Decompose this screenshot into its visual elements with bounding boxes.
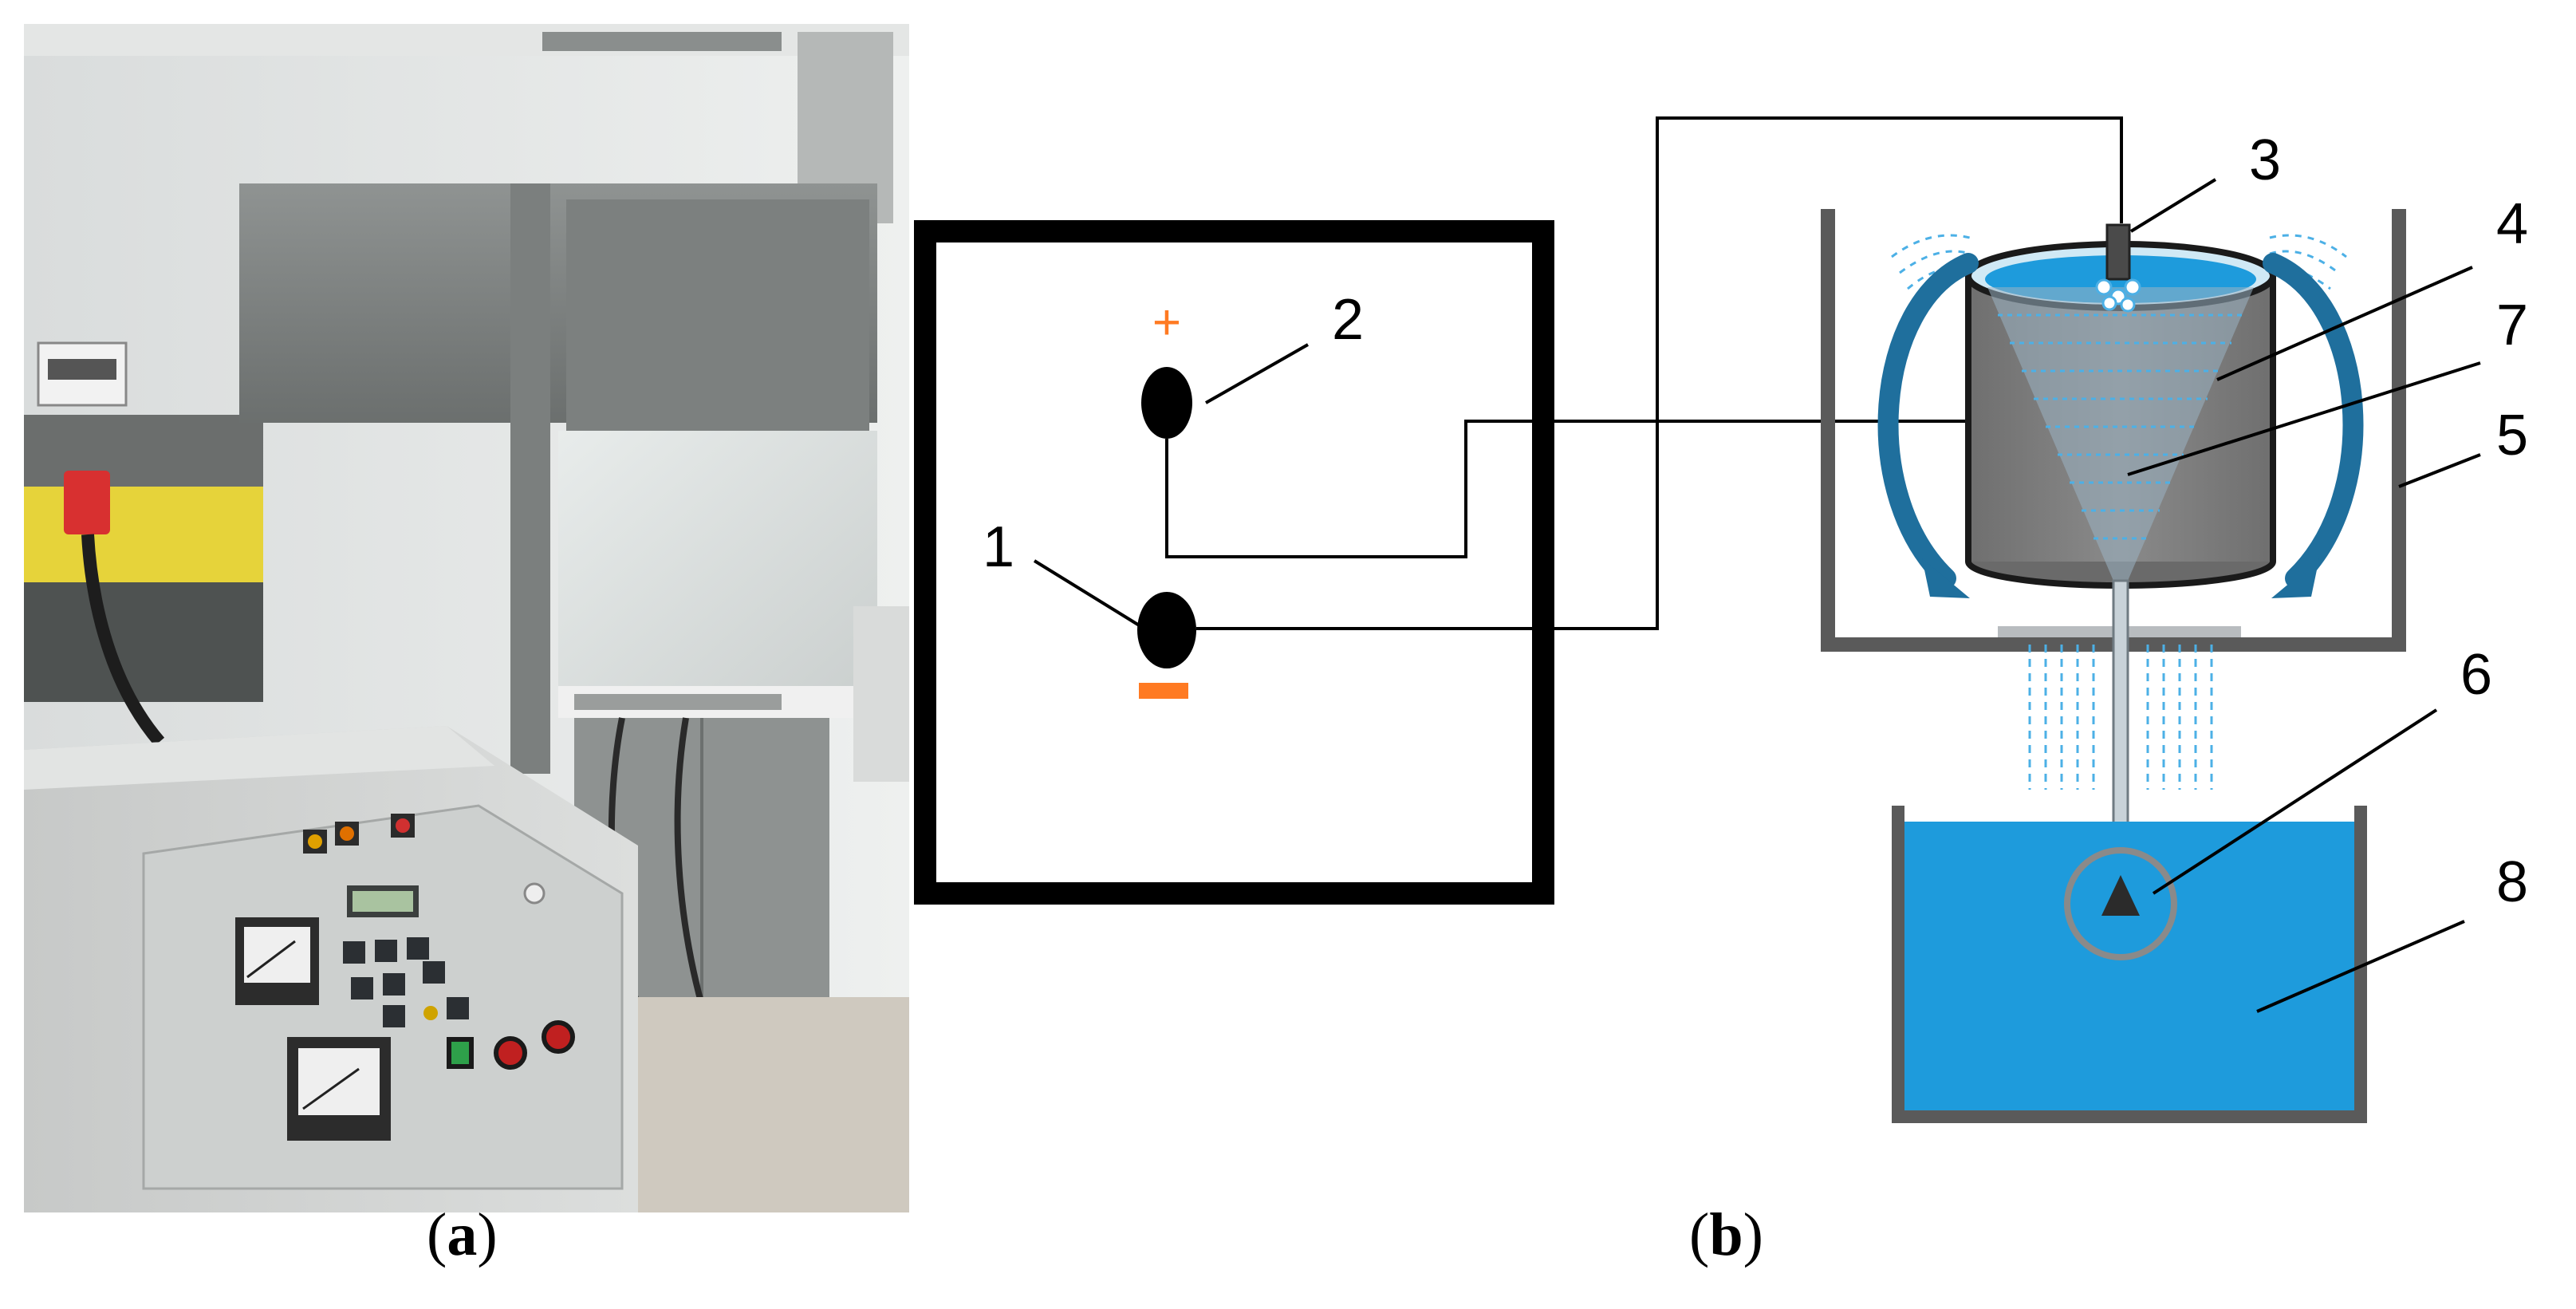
wires (1165, 116, 2123, 630)
wall-stripe-yellow (24, 487, 263, 582)
leader-7 (2127, 361, 2481, 476)
label-4: 4 (2496, 192, 2528, 256)
label-7: 7 (2496, 294, 2528, 357)
hood-glass (558, 431, 877, 718)
leader-1 (1033, 559, 1142, 628)
cone-dashes (1998, 313, 2243, 540)
tank-water (1900, 822, 2358, 1117)
leader-2 (1205, 343, 1309, 404)
wire-positive (1165, 420, 2046, 558)
label-8: 8 (2496, 850, 2528, 914)
drip-lines (2028, 645, 2213, 790)
floor (622, 997, 909, 1212)
panel-a-photo (24, 24, 909, 1212)
leader-5 (2398, 453, 2481, 488)
flow-arrow-left (1877, 253, 1979, 589)
terminal-1-negative (1137, 592, 1196, 668)
button-grid (343, 937, 469, 1027)
pump-6 (2064, 847, 2177, 960)
wire-negative (1196, 116, 2123, 630)
label-6: 6 (2460, 643, 2492, 707)
power-socket (64, 471, 110, 534)
pump-impeller (2101, 875, 2140, 916)
splash-left (1891, 234, 1971, 290)
flow-arrow-right (2263, 253, 2364, 589)
cone-7 (1987, 287, 2254, 581)
leader-4 (2216, 266, 2473, 381)
wall-stripe-dark (24, 415, 263, 487)
label-3: 3 (2249, 128, 2281, 192)
control-panel (142, 804, 624, 1190)
plus-sign: + (1152, 295, 1181, 350)
minus-sign (1139, 683, 1188, 699)
hood-tray (574, 694, 782, 710)
caption-a: (a) (427, 1201, 498, 1268)
power-supply-box: + 2 1 (914, 220, 1554, 905)
tank-walls (1892, 806, 2367, 1123)
terminal-2-positive (1141, 367, 1192, 439)
leader-6 (2152, 708, 2438, 895)
leader-8 (2256, 920, 2465, 1013)
power-cable (81, 534, 165, 747)
nozzle-3 (2105, 223, 2131, 281)
hood-pillar (510, 183, 550, 774)
nozzle-bubbles (2095, 278, 2141, 313)
label-5: 5 (2496, 404, 2528, 467)
leader-3 (2129, 178, 2217, 233)
label-1: 1 (983, 515, 1014, 579)
electrolytic-cylinder (1965, 223, 2276, 589)
caption-b: (b) (1689, 1201, 1763, 1268)
part-leaders (2127, 178, 2481, 1013)
part-labels: 3 4 7 5 6 8 (2249, 128, 2528, 914)
lower-tank-8 (1892, 806, 2367, 1123)
label-2: 2 (1332, 288, 1364, 352)
wall-stripe-dark-lower (24, 582, 263, 702)
